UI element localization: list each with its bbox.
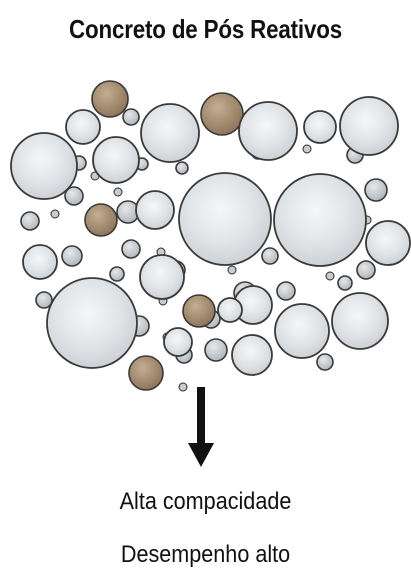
small-particle bbox=[262, 248, 278, 264]
small-particle bbox=[123, 109, 139, 125]
small-particle bbox=[21, 212, 39, 230]
down-arrow-icon bbox=[186, 387, 216, 469]
tiny-particle bbox=[114, 188, 122, 196]
large-particle bbox=[274, 174, 366, 266]
large-particle bbox=[93, 137, 139, 183]
fine-particle bbox=[183, 295, 215, 327]
large-particle bbox=[366, 221, 410, 265]
small-particle bbox=[176, 162, 188, 174]
large-particle bbox=[218, 298, 242, 322]
fine-particle bbox=[201, 93, 243, 135]
large-particle bbox=[332, 293, 388, 349]
large-particle bbox=[275, 304, 329, 358]
fine-particle bbox=[129, 356, 163, 390]
small-particle bbox=[122, 240, 140, 258]
small-particle bbox=[277, 282, 295, 300]
large-particle bbox=[340, 97, 398, 155]
small-particle bbox=[365, 179, 387, 201]
large-aggregate-particles bbox=[11, 97, 410, 375]
small-particle bbox=[62, 246, 82, 266]
fine-particle bbox=[85, 204, 117, 236]
tiny-particle bbox=[303, 145, 311, 153]
large-particle bbox=[140, 255, 184, 299]
large-particle bbox=[239, 102, 297, 160]
fine-particle bbox=[92, 81, 128, 117]
large-particle bbox=[47, 278, 137, 368]
large-particle bbox=[232, 335, 272, 375]
small-particle bbox=[317, 354, 333, 370]
tiny-particle bbox=[51, 210, 59, 218]
small-particle bbox=[357, 261, 375, 279]
caption-compactness: Alta compacidade bbox=[21, 488, 391, 516]
tiny-particle bbox=[228, 266, 236, 274]
tiny-particle bbox=[326, 272, 334, 280]
large-particle bbox=[23, 245, 57, 279]
large-particle bbox=[304, 111, 336, 143]
large-particle bbox=[179, 173, 271, 265]
large-particle bbox=[141, 104, 199, 162]
large-particle bbox=[164, 328, 192, 356]
large-particle bbox=[11, 133, 77, 199]
large-particle bbox=[136, 191, 174, 229]
small-particle bbox=[338, 276, 352, 290]
large-particle bbox=[66, 110, 100, 144]
small-particle bbox=[205, 339, 227, 361]
caption-performance: Desempenho alto bbox=[21, 541, 391, 569]
small-particle bbox=[110, 267, 124, 281]
